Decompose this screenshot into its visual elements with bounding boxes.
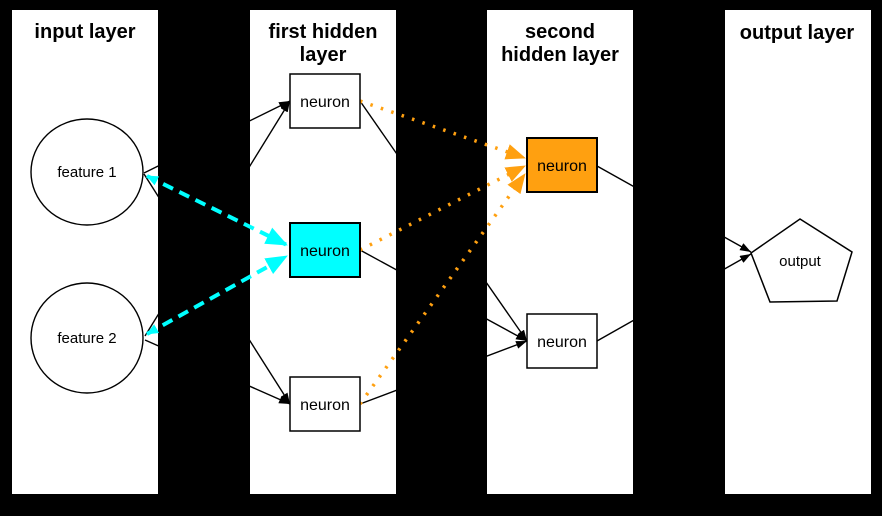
input-layer-title: input layer [34, 21, 135, 43]
edge-hidden1bot-hidden2bot [359, 340, 528, 405]
hidden1-middle-neuron-label: neuron [300, 243, 350, 260]
feature2-node [30, 282, 144, 394]
second-hidden-layer-panel [487, 10, 633, 494]
edge-hidden1top-hidden2top-highlight [359, 99, 526, 160]
second-hidden-layer-title-line2: hidden layer [501, 44, 619, 66]
hidden1-top-neuron-label: neuron [300, 94, 350, 111]
second-hidden-layer-title-line1: second [525, 21, 595, 43]
edge-feature1-hidden1mid-highlight [146, 174, 288, 247]
hidden2-bottom-neuron-label: neuron [537, 334, 587, 351]
hidden1-middle-neuron-highlighted [289, 222, 361, 278]
output-layer-title: output layer [740, 22, 855, 44]
hidden2-top-neuron-highlighted [526, 137, 598, 193]
output-node-label: output [779, 253, 822, 270]
hidden2-top-neuron-label: neuron [537, 158, 587, 175]
output-node-pentagon [750, 218, 853, 303]
first-hidden-layer-title-line1: first hidden [269, 21, 378, 43]
hidden1-bottom-neuron-label: neuron [300, 397, 350, 414]
feature1-label: feature 1 [57, 164, 116, 181]
hidden1-top-neuron [289, 73, 361, 129]
hidden1-bottom-neuron [289, 376, 361, 432]
first-hidden-layer-title-line2: layer [300, 44, 347, 66]
edge-hidden2top-output [596, 165, 752, 253]
edge-feature2-hidden1bot [144, 339, 291, 405]
feature2-label: feature 2 [57, 330, 116, 347]
edge-hidden1mid-hidden2top-highlight [359, 164, 526, 252]
edge-feature2-hidden1mid-highlight [146, 254, 288, 336]
hidden2-bottom-neuron [526, 313, 598, 369]
edge-hidden1mid-hidden2bot [359, 249, 528, 342]
edge-hidden2bot-output [596, 253, 752, 342]
input-layer-panel [12, 10, 158, 494]
edge-feature1-hidden1top [143, 100, 291, 174]
edge-hidden1top-hidden2bot [359, 100, 528, 342]
feature1-node [30, 118, 144, 226]
